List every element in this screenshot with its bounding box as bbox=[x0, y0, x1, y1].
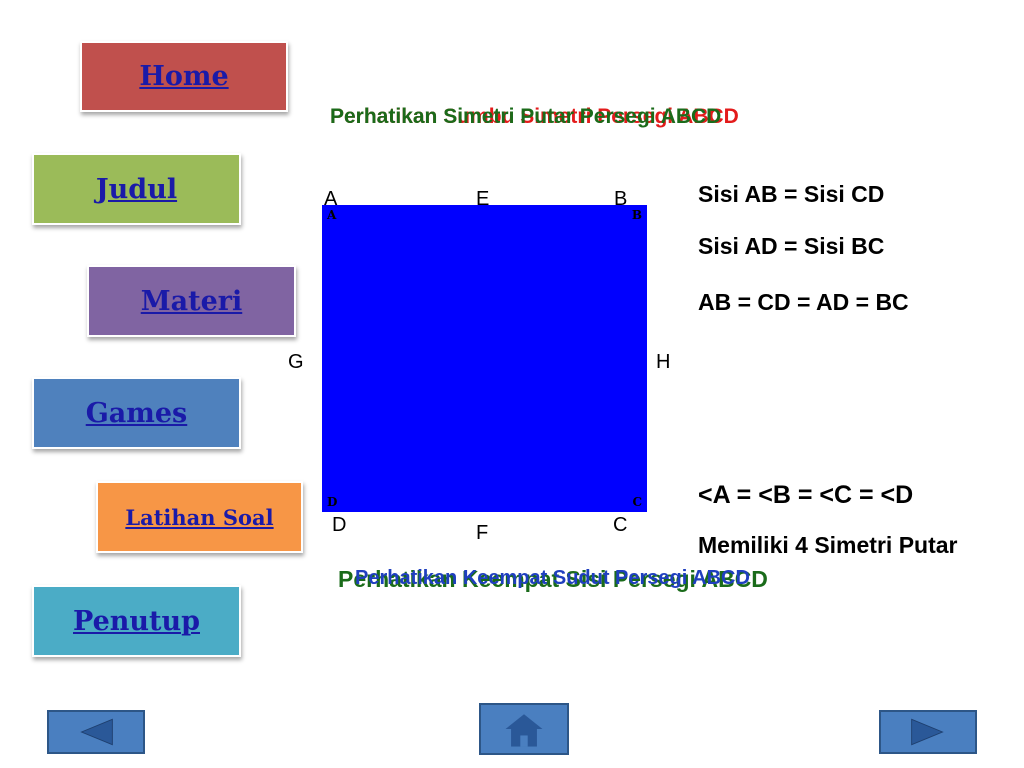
corner-inner-c: C bbox=[632, 495, 642, 509]
caption-symmetry-axis: Perhatikan Sumbu Simetri Persegi ABCD bbox=[330, 105, 739, 128]
right-triangle-icon bbox=[911, 718, 944, 746]
statement-ab-cd: Sisi AB = Sisi CD bbox=[698, 181, 885, 207]
point-label-d: D bbox=[332, 514, 347, 536]
house-icon bbox=[505, 714, 543, 747]
home-button[interactable]: Home bbox=[80, 41, 288, 112]
point-label-e: E bbox=[476, 188, 490, 210]
corner-inner-d: D bbox=[327, 495, 338, 509]
point-label-g: G bbox=[288, 351, 304, 373]
statement-all-angles-equal: <A = <B = <C = <D bbox=[698, 481, 914, 509]
point-label-a: A bbox=[324, 188, 338, 210]
point-label-f: F bbox=[476, 522, 489, 544]
statement-all-sides-equal: AB = CD = AD = BC bbox=[698, 289, 909, 315]
statement-rotational-symmetry: Memiliki 4 Simetri Putar bbox=[698, 532, 958, 558]
corner-inner-b: B bbox=[631, 208, 642, 222]
next-slide-button[interactable] bbox=[879, 710, 977, 754]
penutup-button[interactable]: Penutup bbox=[32, 585, 241, 657]
square-abcd: A B C D bbox=[322, 205, 647, 512]
latihan-soal-button[interactable]: Latihan Soal bbox=[96, 481, 303, 553]
prev-slide-button[interactable] bbox=[47, 710, 145, 754]
caption-rotational-symmetry: Perhatikan Simetri Putar Persegi ABCD bbox=[330, 105, 722, 128]
left-triangle-icon bbox=[80, 718, 113, 746]
materi-button[interactable]: Materi bbox=[87, 265, 296, 337]
corner-inner-a: A bbox=[327, 208, 337, 222]
home-slide-button[interactable] bbox=[479, 703, 569, 755]
point-label-h: H bbox=[656, 351, 671, 373]
judul-button[interactable]: Judul bbox=[32, 153, 241, 225]
statement-ad-bc: Sisi AD = Sisi BC bbox=[698, 233, 885, 259]
caption-four-angles: Perhatikan Keempat Sudut Persegi ABCD bbox=[355, 567, 750, 589]
games-button[interactable]: Games bbox=[32, 377, 241, 449]
point-label-c: C bbox=[613, 514, 628, 536]
point-label-b: B bbox=[614, 188, 628, 210]
